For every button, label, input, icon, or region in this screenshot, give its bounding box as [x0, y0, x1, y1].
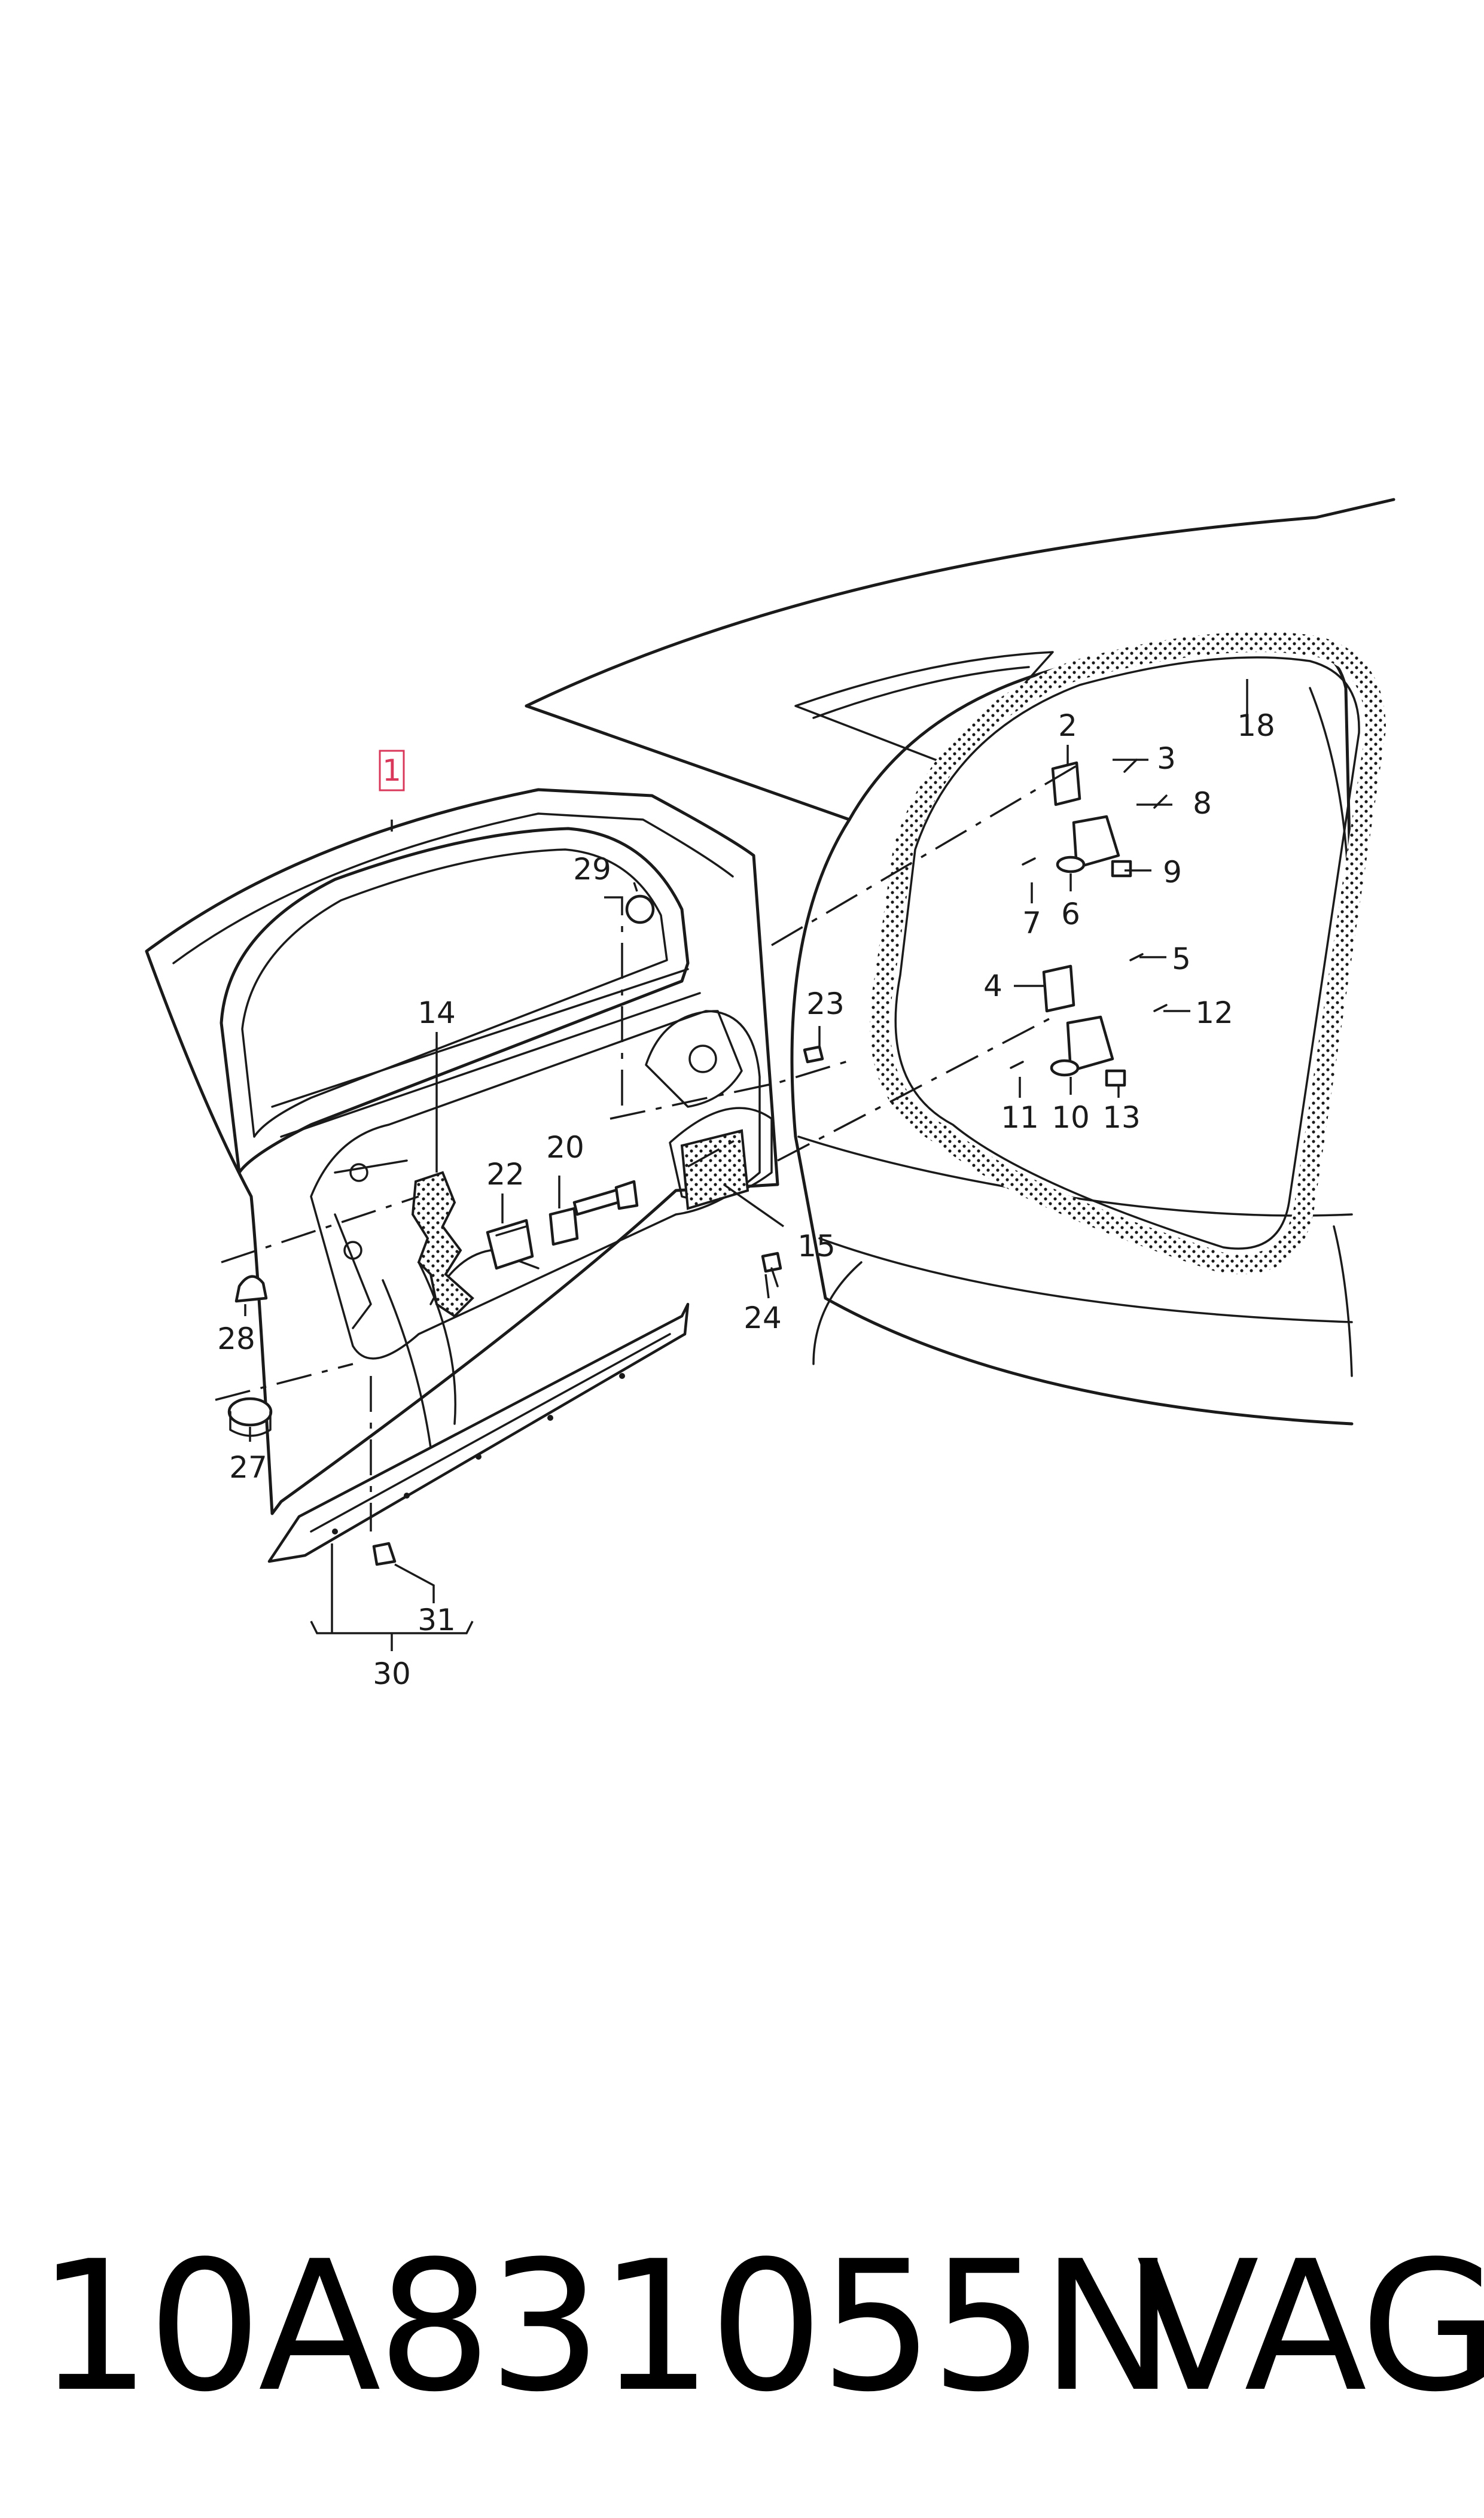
- callout-15: 15: [797, 1229, 836, 1263]
- door-parts: [227, 759, 1168, 1566]
- callout-1-box: [379, 750, 405, 791]
- door-sill-trim: [267, 1302, 690, 1563]
- callout-labels: 1 2 3 4 5 6 7 8 9 10 11 12 13 14 15 18 2…: [217, 708, 1275, 1691]
- callout-12: 12: [1195, 995, 1233, 1030]
- assembly-lines: [215, 765, 1077, 1531]
- brand-label: VAG: [1136, 2222, 1484, 2431]
- callout-31: 31: [418, 1603, 456, 1637]
- callout-20: 20: [546, 1130, 584, 1165]
- callout-5: 5: [1172, 942, 1191, 976]
- callout-22: 22: [486, 1157, 525, 1192]
- door-seal: [870, 632, 1387, 1275]
- callout-14: 14: [418, 995, 456, 1030]
- callout-3: 3: [1157, 741, 1176, 776]
- callout-27: 27: [229, 1450, 267, 1485]
- callout-9: 9: [1163, 855, 1182, 890]
- callout-2: 2: [1058, 708, 1077, 743]
- callout-6: 6: [1061, 897, 1080, 931]
- callout-1: 1: [382, 753, 401, 788]
- callout-11: 11: [1001, 1100, 1039, 1135]
- callout-23: 23: [806, 987, 845, 1021]
- callout-4: 4: [983, 969, 1002, 1003]
- part-number: 10A831055N: [37, 2222, 1175, 2431]
- callout-29: 29: [573, 852, 611, 887]
- callout-18: 18: [1237, 708, 1275, 743]
- callout-13: 13: [1102, 1100, 1141, 1135]
- callout-7: 7: [1022, 906, 1041, 940]
- callout-8: 8: [1193, 786, 1212, 821]
- leader-lines: [244, 679, 1248, 1651]
- callout-28: 28: [217, 1322, 255, 1356]
- callout-24: 24: [743, 1301, 782, 1335]
- callout-10: 10: [1052, 1100, 1090, 1135]
- callout-30: 30: [373, 1657, 411, 1691]
